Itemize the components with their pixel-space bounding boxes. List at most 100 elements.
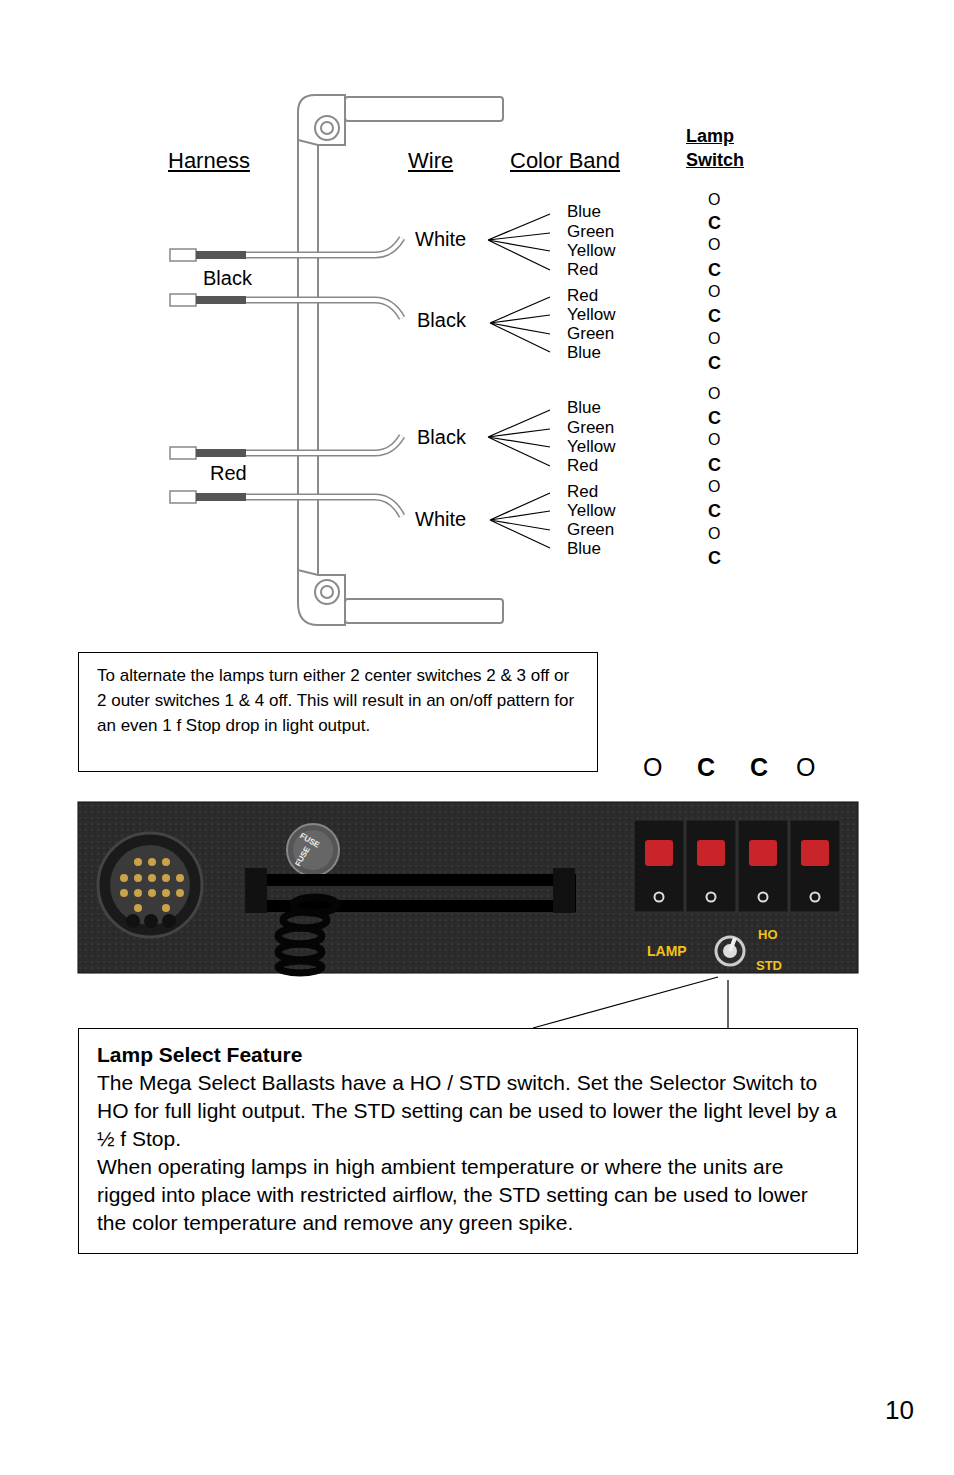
drawing-part	[716, 937, 744, 965]
drawing-part	[78, 802, 858, 973]
drawing-part	[245, 497, 402, 516]
drawing-part	[811, 893, 820, 902]
page-number: 10	[885, 1396, 914, 1426]
note-box: To alternate the lamps turn either 2 cen…	[78, 652, 598, 772]
color-band-label: Yellow	[567, 437, 616, 457]
drawing-part	[533, 977, 718, 1028]
lamp-switch-state: O	[708, 525, 720, 543]
drawing-part	[148, 858, 156, 866]
drawing-part	[196, 251, 246, 259]
drawing-part	[162, 904, 170, 912]
drawing-part	[78, 802, 858, 973]
drawing-part	[345, 97, 503, 121]
drawing-part	[655, 893, 664, 902]
drawing-part	[170, 249, 196, 261]
drawing-part	[790, 820, 840, 912]
switch-state: C	[697, 753, 715, 782]
drawing-part	[801, 840, 829, 866]
drawing-part	[170, 294, 402, 318]
drawing-part	[345, 599, 503, 623]
drawing-part	[162, 858, 170, 866]
drawing-part	[170, 447, 196, 459]
wire-label: White	[415, 228, 466, 251]
lamp-switch-state: O	[708, 478, 720, 496]
drawing-part	[298, 120, 318, 600]
drawing-part	[278, 897, 337, 973]
color-band-label: Yellow	[567, 241, 616, 261]
lamp-switch-state: O	[708, 431, 720, 449]
drawing-part	[162, 914, 176, 928]
lamp-switch-state: O	[708, 191, 720, 209]
color-band-label: Blue	[567, 398, 601, 418]
color-band-label: Green	[567, 520, 614, 540]
drawing-part	[634, 820, 684, 912]
drawing-part	[730, 938, 735, 951]
wire-label: Black	[417, 309, 466, 332]
wire-label: Black	[417, 426, 466, 449]
drawing-part	[686, 820, 736, 912]
lamp-switch-state: C	[708, 353, 721, 374]
drawing-part	[170, 238, 402, 261]
drawing-part	[634, 820, 840, 912]
drawing-part	[488, 214, 550, 270]
drawing-part	[120, 889, 128, 897]
drawing-part	[134, 858, 142, 866]
drawing-part	[727, 980, 728, 1028]
panel-marking: STD	[756, 959, 782, 974]
harness-label: Red	[210, 462, 247, 485]
drawing-part	[134, 889, 142, 897]
drawing-part	[315, 580, 339, 604]
drawing-part	[196, 296, 246, 304]
drawing-part	[321, 586, 333, 598]
lamp-switch-state: O	[708, 330, 720, 348]
lamp-switch-state: O	[708, 385, 720, 403]
drawing-part	[134, 874, 142, 882]
drawing-part	[298, 570, 345, 625]
color-band-label: Red	[567, 260, 598, 280]
drawing-part	[162, 874, 170, 882]
lamp-switch-state: C	[708, 408, 721, 429]
leader-lines	[533, 977, 728, 1028]
drawing-part	[490, 297, 550, 352]
drawing-part	[553, 868, 575, 913]
lamp-switch-state: C	[708, 455, 721, 476]
lamp-switch-state: C	[708, 260, 721, 281]
drawing-part	[315, 116, 339, 140]
pipe-frame	[298, 95, 503, 625]
feature-box: Lamp Select FeatureThe Mega Select Balla…	[78, 1028, 858, 1254]
drawing-part	[245, 238, 402, 255]
drawing-part	[245, 436, 402, 453]
drawing-part	[278, 961, 322, 973]
lamp-switch-state: C	[708, 213, 721, 234]
color-band-label: Yellow	[567, 501, 616, 521]
drawing-part	[490, 493, 550, 548]
switch-state: C	[750, 753, 768, 782]
color-band-label: Blue	[567, 343, 601, 363]
switch-state: O	[796, 753, 815, 782]
drawing-part	[488, 410, 550, 466]
drawing-part	[176, 874, 184, 882]
drawing-part	[98, 833, 202, 937]
drawing-part	[176, 889, 184, 897]
panel-marking: LAMP	[647, 943, 687, 959]
drawing-part	[110, 845, 190, 925]
color-band-label: Green	[567, 324, 614, 344]
drawing-part	[321, 122, 333, 134]
drawing-part	[707, 893, 716, 902]
drawing-part	[645, 840, 829, 866]
ballast-photo	[78, 802, 858, 973]
drawing-part	[655, 893, 820, 902]
drawing-part	[245, 868, 267, 913]
drawing-part	[120, 874, 128, 882]
drawing-part	[245, 238, 402, 255]
drawing-part	[245, 497, 402, 516]
drawing-part	[759, 893, 768, 902]
color-band-label: Red	[567, 456, 598, 476]
lamp-switch-state: C	[708, 501, 721, 522]
drawing-part	[162, 889, 170, 897]
color-band-label: Yellow	[567, 305, 616, 325]
drawing-part	[287, 824, 339, 876]
drawing-part	[170, 436, 402, 459]
box-heading: Lamp Select Feature	[97, 1041, 839, 1069]
color-band-label: Green	[567, 222, 614, 242]
